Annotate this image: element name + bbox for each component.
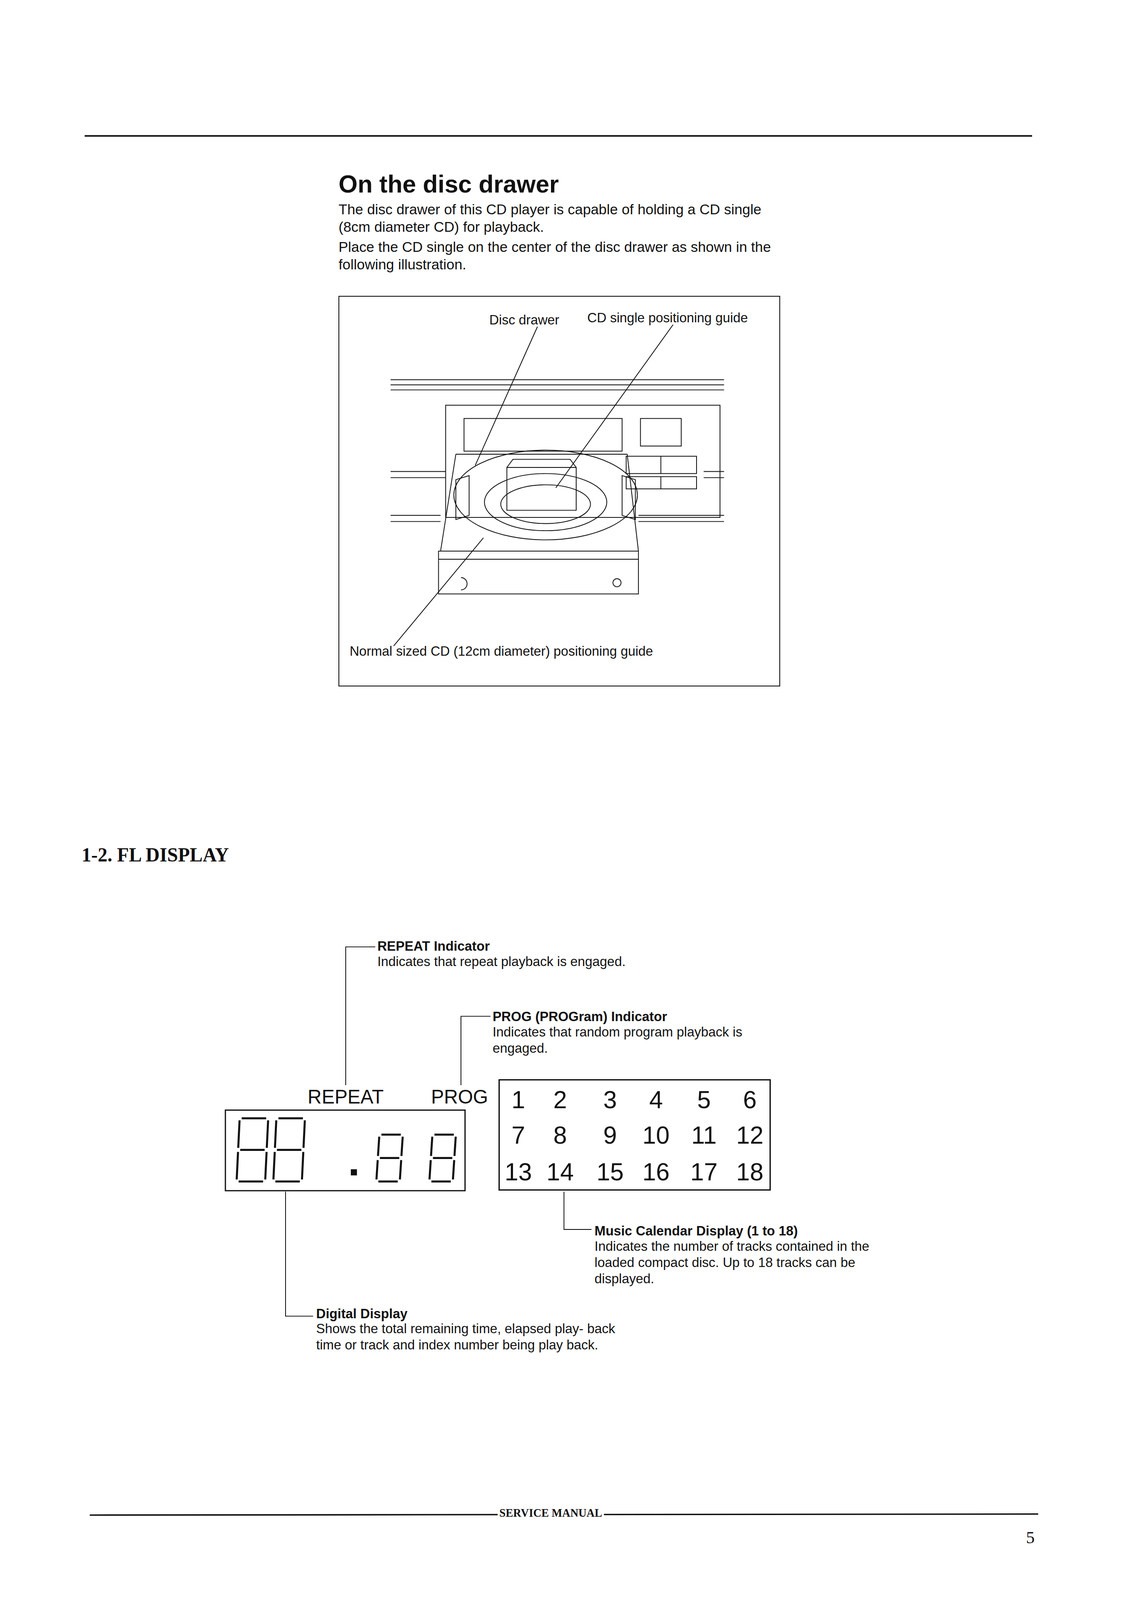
digit-segment bbox=[265, 1152, 267, 1179]
digit-segment bbox=[303, 1121, 305, 1147]
indicator-note: Indicates that repeat playback is engage… bbox=[377, 953, 684, 970]
digit-segment bbox=[242, 1116, 266, 1120]
seven-segment-digits bbox=[236, 1118, 456, 1182]
indicator-note: Indicates the number of tracks contained… bbox=[594, 1238, 901, 1287]
digit-segment bbox=[276, 1180, 300, 1183]
digit-segment bbox=[454, 1137, 456, 1155]
track-number: 10 bbox=[642, 1120, 670, 1151]
cd-player-illustration bbox=[390, 379, 724, 595]
callout-label: Disc drawer bbox=[489, 311, 560, 329]
section-heading: 1-2. FL DISPLAY bbox=[81, 843, 229, 867]
track-number: 2 bbox=[553, 1084, 568, 1115]
indicator-name: Digital Display bbox=[316, 1305, 408, 1322]
track-number: 11 bbox=[691, 1120, 718, 1151]
track-number: 18 bbox=[736, 1157, 764, 1187]
decimal-dot bbox=[351, 1169, 356, 1175]
digit-segment bbox=[432, 1180, 450, 1183]
body-text: The disc drawer of this CD player is cap… bbox=[338, 201, 793, 237]
digit-segment bbox=[266, 1121, 269, 1147]
track-number: 9 bbox=[603, 1120, 618, 1151]
digit-segment bbox=[399, 1160, 402, 1179]
digit-segment bbox=[279, 1116, 303, 1120]
digit-segment bbox=[239, 1180, 263, 1183]
indicator-name: PROG (PROGram) Indicator bbox=[492, 1008, 668, 1025]
track-number: 13 bbox=[504, 1157, 533, 1187]
digit-segment bbox=[376, 1160, 378, 1179]
display-legend: PROG bbox=[429, 1084, 490, 1109]
track-number: 1 bbox=[511, 1084, 526, 1115]
digit-segment bbox=[434, 1156, 452, 1159]
digit-segment bbox=[277, 1148, 301, 1151]
track-number: 14 bbox=[546, 1157, 575, 1187]
track-number: 17 bbox=[690, 1157, 718, 1187]
track-number: 4 bbox=[649, 1084, 663, 1115]
section-heading: On the disc drawer bbox=[338, 169, 559, 200]
track-number: 7 bbox=[511, 1120, 526, 1151]
digit-segment bbox=[273, 1152, 275, 1179]
digit-segment bbox=[378, 1137, 380, 1155]
top-rule bbox=[84, 134, 1032, 137]
digit-segment bbox=[379, 1180, 397, 1183]
digit-segment bbox=[452, 1160, 455, 1179]
digit-segment bbox=[302, 1152, 304, 1179]
digit-segment bbox=[431, 1137, 433, 1155]
callout-label: CD single positioning guide bbox=[587, 309, 748, 327]
callout-label: Normal sized CD (12cm diameter) position… bbox=[349, 643, 653, 660]
digit-segment bbox=[274, 1121, 277, 1147]
track-number: 6 bbox=[743, 1084, 757, 1115]
indicator-note: Indicates that random program playback i… bbox=[492, 1023, 791, 1057]
track-number: 16 bbox=[642, 1157, 670, 1187]
track-number: 12 bbox=[736, 1120, 764, 1151]
digit-segment bbox=[401, 1137, 403, 1155]
track-number: 3 bbox=[603, 1084, 618, 1115]
music-calendar-box: 123456789101112131415161718 bbox=[498, 1078, 771, 1190]
digit-segment bbox=[435, 1133, 453, 1136]
digit-segment bbox=[382, 1133, 400, 1136]
leader-lines bbox=[285, 324, 674, 1316]
digit-segment bbox=[380, 1156, 399, 1159]
track-number: 15 bbox=[596, 1157, 624, 1187]
page-number: 5 bbox=[1026, 1526, 1035, 1548]
digit-display-box bbox=[225, 1109, 466, 1191]
footer-text: SERVICE MANUAL bbox=[497, 1506, 604, 1520]
indicator-note: Shows the total remaining time, elapsed … bbox=[316, 1320, 623, 1353]
digit-segment bbox=[241, 1148, 264, 1151]
indicator-name: Music Calendar Display (1 to 18) bbox=[594, 1222, 798, 1239]
body-text: Place the CD single on the center of the… bbox=[338, 238, 793, 274]
digit-segment bbox=[429, 1160, 431, 1179]
display-legend: REPEAT bbox=[306, 1084, 386, 1109]
illustration-frame: Disc drawer CD single positioning guideNo… bbox=[338, 295, 781, 687]
digit-segment bbox=[236, 1152, 239, 1179]
track-number: 8 bbox=[553, 1120, 568, 1151]
track-number: 5 bbox=[696, 1084, 711, 1115]
indicator-name: REPEAT Indicator bbox=[377, 938, 490, 955]
digit-segment bbox=[238, 1121, 240, 1147]
